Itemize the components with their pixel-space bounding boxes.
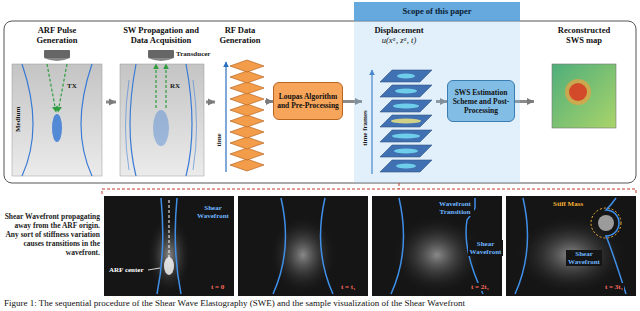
node-title: Loupas Algorithm and Pre-Processing	[277, 92, 339, 110]
node-title: SW Propagation and Data Acquisition	[118, 25, 204, 45]
frame-annotation: Shear Wavefront	[194, 204, 232, 220]
flow-arrow	[206, 101, 215, 104]
wavefront-line	[22, 64, 33, 176]
stiff-mass	[598, 215, 614, 231]
node-title: Reconstructed SWS map	[548, 25, 620, 45]
flow-arrow	[265, 100, 273, 103]
rf-frame-stack	[230, 60, 264, 171]
wavefront-line	[175, 198, 181, 294]
wavefront-line	[391, 198, 404, 294]
process-step: ARF Pulse Generation	[8, 23, 106, 181]
figure-label: Medium	[14, 108, 22, 132]
medium	[120, 64, 204, 176]
figure-caption: Figure 1: The sequential procedure of th…	[4, 298, 465, 309]
wavefront-line	[606, 198, 626, 294]
wavefront-line	[273, 198, 286, 294]
node-title: Displacement	[362, 25, 436, 35]
figure-label: Transducer	[176, 50, 210, 58]
frame-annotation: Shear Wavefront	[566, 250, 602, 266]
rf-frame	[230, 115, 264, 127]
leader-line	[148, 268, 160, 270]
tx-beam	[47, 64, 56, 112]
wavefront-frame	[372, 196, 502, 296]
rf-frame	[230, 137, 264, 149]
transducer-symbol	[44, 50, 70, 58]
scope-band: Scope of this paperDisplacementu(xᵃ, zᵃ,…	[354, 2, 520, 183]
process-step: SW Propagation and Data Acquisition	[116, 23, 206, 181]
wavefront-line	[157, 198, 163, 294]
pipeline-frame	[4, 21, 636, 183]
frame-annotation: ARF center	[108, 266, 145, 274]
wavefront-line	[186, 64, 192, 176]
node-formula: u(xᵃ, zᵃ, t)	[362, 35, 436, 46]
frame-annotation: Wavefront Transition	[436, 200, 474, 216]
tx-beam	[58, 64, 67, 112]
rf-frame	[230, 159, 264, 171]
frame-annotation: t = 2t₁	[470, 283, 490, 291]
wavefront-line	[126, 80, 130, 170]
frame-annotation: Shear Wavefront	[468, 240, 503, 256]
figure-label: TX	[67, 82, 77, 90]
transducer-lens	[148, 58, 174, 61]
zoom-bracket	[102, 183, 636, 194]
flow-arrow	[106, 101, 116, 104]
sws-map	[552, 64, 616, 128]
stiff-inclusion-halo	[565, 79, 591, 105]
rf-frame	[230, 126, 264, 138]
wavefront-frame	[104, 196, 234, 296]
wavefront-line	[321, 198, 334, 294]
rx-echo	[165, 64, 166, 108]
figure-label: time	[215, 130, 223, 150]
rf-frame	[230, 71, 264, 83]
process-step: RF Data Generation	[215, 23, 265, 181]
stiff-mass-outline	[591, 208, 621, 238]
figure-label: Shear Wavefront propagating away from th…	[4, 212, 100, 257]
rf-frame	[230, 104, 264, 116]
process-box: Loupas Algorithm and Pre-Processing	[273, 82, 343, 120]
node-title: SWS Estimation Scheme and Post-Processin…	[451, 88, 511, 115]
process-step: Reconstructed SWS map	[534, 23, 634, 181]
rf-frame	[230, 60, 264, 72]
wavefront-frame	[238, 196, 368, 296]
wavefront-line	[515, 198, 528, 294]
figure-label: RX	[170, 82, 180, 90]
rf-frame	[230, 148, 264, 160]
push-axis	[169, 200, 170, 258]
rf-frame	[230, 93, 264, 105]
frame-annotation: t = 0	[210, 283, 225, 291]
node-title: RF Data Generation	[215, 25, 265, 45]
frame-annotation: Stiff Mass	[552, 200, 584, 208]
push-focus	[52, 114, 62, 142]
transducer-lens	[44, 58, 70, 61]
wavefront-line	[130, 64, 136, 176]
medium	[12, 64, 102, 176]
push-region	[153, 110, 169, 146]
frame-annotation: t = 3t₁	[604, 283, 624, 291]
stiff-inclusion	[569, 83, 587, 101]
process-box: SWS Estimation Scheme and Post-Processin…	[447, 80, 515, 122]
arf-center-spot	[164, 257, 174, 275]
frame-annotation: t = t₁	[340, 283, 356, 291]
shear-plume	[269, 215, 337, 295]
wavefront-line	[81, 64, 92, 176]
shear-plume	[515, 215, 627, 295]
rx-echo	[155, 64, 156, 108]
wavefront-line	[193, 80, 197, 170]
node-title: Scope of this paper	[354, 2, 520, 21]
wavefront-frame	[506, 196, 636, 296]
time-arrow	[225, 62, 226, 172]
process-step: Displacementu(xᵃ, zᵃ, t)	[362, 23, 436, 181]
figure-label: time frames	[361, 108, 369, 148]
rf-frame	[230, 82, 264, 94]
transducer-symbol	[148, 50, 174, 58]
node-title: ARF Pulse Generation	[26, 25, 88, 45]
